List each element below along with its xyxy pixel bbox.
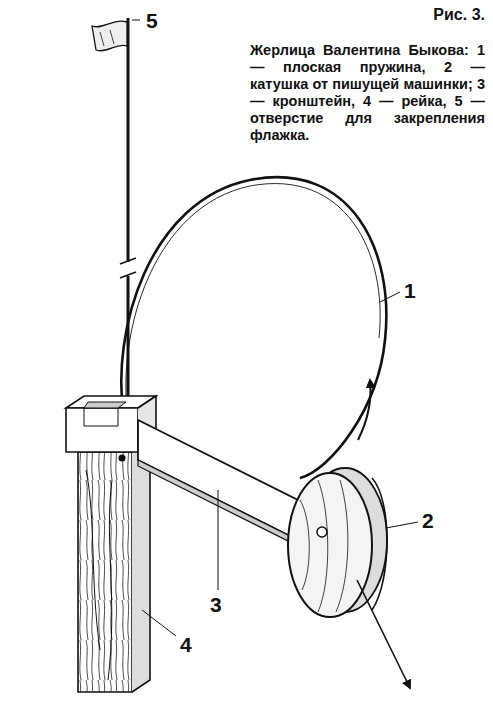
rail xyxy=(78,440,150,692)
rotation-arrow xyxy=(358,380,371,440)
callout-number: 3 xyxy=(208,594,224,616)
leader-line xyxy=(386,522,418,528)
leader-line xyxy=(132,20,140,21)
callout-number: 4 xyxy=(178,634,194,656)
leader-line xyxy=(218,490,219,590)
figure-caption: Жерлица Валентина Быкова: 1 — плоская пр… xyxy=(250,42,485,144)
callout-number: 5 xyxy=(144,10,160,32)
callout-number: 1 xyxy=(402,280,418,302)
flag-rod xyxy=(92,18,136,420)
callout-number: 2 xyxy=(420,510,436,532)
leader-line xyxy=(380,292,400,302)
spool xyxy=(288,468,410,688)
leader-line xyxy=(142,610,176,636)
figure-title: Рис. 3. xyxy=(250,6,485,24)
